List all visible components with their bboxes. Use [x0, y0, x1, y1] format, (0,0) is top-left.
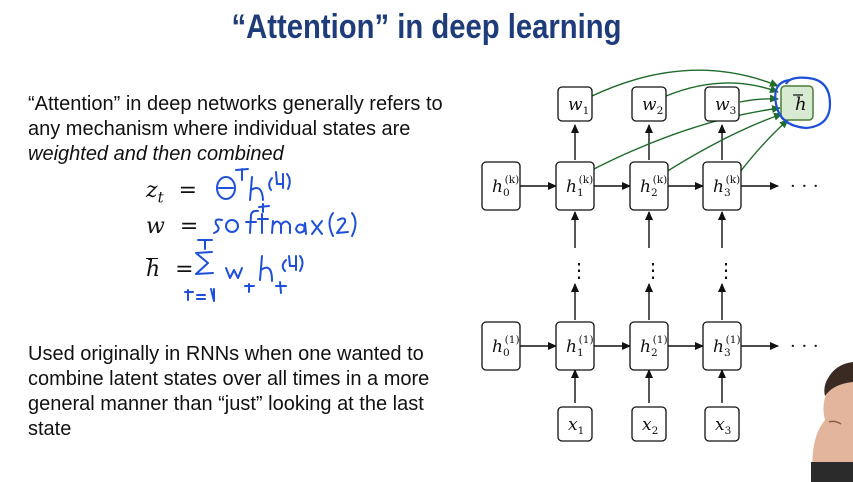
- arrow-w2-to-hbar: [665, 82, 779, 97]
- slide-title: “Attention” in deep learning: [231, 8, 622, 46]
- arrow-w1-to-hbar: [591, 69, 779, 97]
- presenter-video: [811, 362, 853, 482]
- hk-node-0: h0(k): [481, 161, 521, 211]
- eq-w-equals: =: [179, 214, 199, 239]
- intro-paragraph: “Attention” in deep networks generally r…: [28, 92, 448, 167]
- vdots-3: ⋮: [716, 258, 736, 282]
- w-node-row: w1 w2 w3: [557, 86, 740, 122]
- h1-node-2: h2(1): [629, 321, 669, 371]
- arrow-h3k-to-hbar: [739, 119, 789, 173]
- eq-hbar-symbol: h: [146, 257, 161, 282]
- hk-node-3: h3(k): [702, 161, 742, 211]
- w-node-2: w2: [631, 86, 667, 122]
- vdots-2: ⋮: [643, 258, 663, 282]
- h1-node-0: h0(1): [481, 321, 521, 371]
- ink-circle: [774, 76, 832, 130]
- vertical-arrows: [571, 124, 726, 403]
- w-node-1: w1: [557, 86, 593, 122]
- intro-emphasis: weighted and then combined: [28, 143, 284, 165]
- top-hidden-row: h0(k) h1(k) h2(k) h3(k): [481, 161, 742, 211]
- x-node-3: x3: [704, 406, 740, 442]
- h1-node-1: h1(1): [555, 321, 595, 371]
- x-node-2: x2: [631, 406, 667, 442]
- eq-z-subscript: t: [157, 188, 164, 207]
- input-row: x1 x2 x3: [557, 406, 740, 442]
- hk-node-2: h2(k): [629, 161, 669, 211]
- h1-node-3: h3(1): [702, 321, 742, 371]
- eq-z-equals: =: [178, 178, 198, 203]
- vdots-1: ⋮: [569, 258, 589, 282]
- handwriting-line-3: [184, 239, 304, 302]
- handwriting-line-2: [213, 209, 357, 237]
- ellipsis-bottom: · · ·: [790, 336, 819, 357]
- attention-arrows: [591, 69, 789, 173]
- arrow-w3-to-hbar: [739, 94, 779, 103]
- eq-w-symbol: w: [146, 214, 165, 239]
- ellipsis-top: · · ·: [790, 176, 819, 197]
- eq-z-lhs: zt =: [146, 178, 197, 206]
- hk-node-1: h1(k): [555, 161, 595, 211]
- arrow-h1k-to-hbar: [591, 105, 781, 171]
- w-node-3: w3: [704, 86, 740, 122]
- eq-hbar-lhs: h =: [146, 257, 194, 282]
- bottom-hidden-row: h0(1) h1(1) h2(1) h3(1): [481, 321, 742, 371]
- handwriting-line-1: [216, 168, 291, 213]
- intro-text: “Attention” in deep networks generally r…: [28, 93, 443, 140]
- arrow-h2k-to-hbar: [665, 112, 783, 173]
- horizontal-arrows: [520, 182, 779, 350]
- eq-hbar-equals: =: [175, 257, 194, 282]
- hbar-label: h: [795, 94, 807, 115]
- hbar-node: h: [774, 76, 832, 130]
- eq-w-lhs: w =: [146, 214, 198, 239]
- rnn-paragraph: Used originally in RNNs when one wanted …: [28, 343, 430, 440]
- eq-z-symbol: z: [146, 178, 158, 203]
- x-node-1: x1: [557, 406, 593, 442]
